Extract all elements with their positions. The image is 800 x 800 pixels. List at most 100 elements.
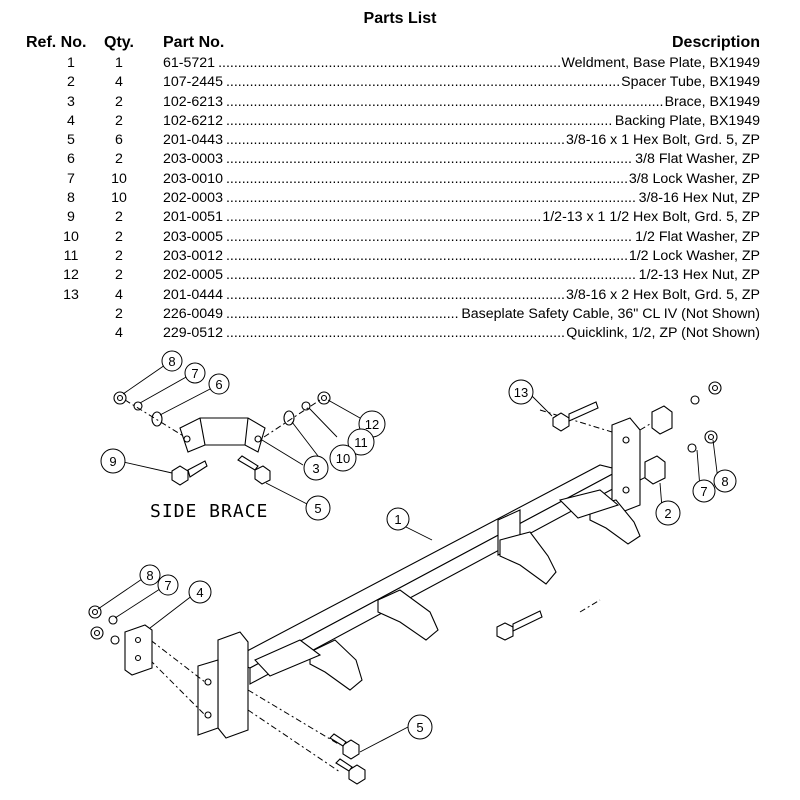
table-row: 2 4 107-2445 Spacer Tube, BX1949	[0, 73, 800, 92]
qty-cell: 10	[111, 190, 127, 207]
svg-text:12: 12	[365, 417, 379, 432]
callout-10: 10	[329, 444, 357, 472]
right-hardware	[496, 381, 722, 641]
svg-text:10: 10	[336, 451, 350, 466]
qty-cell: 2	[115, 93, 123, 110]
header-qty: Qty.	[104, 34, 134, 51]
ref-no-cell: 8	[67, 190, 75, 207]
description-cell: Spacer Tube, BX1949	[621, 74, 760, 91]
svg-text:6: 6	[215, 377, 222, 392]
ref-no-cell: 3	[67, 93, 75, 110]
side-brace-label: SIDE BRACE	[150, 501, 268, 522]
callout-8-left: 8	[139, 564, 161, 586]
qty-cell: 2	[115, 112, 123, 129]
callout-7-left: 7	[157, 574, 179, 596]
svg-text:8: 8	[146, 568, 153, 583]
svg-text:5: 5	[314, 501, 321, 516]
svg-text:1: 1	[394, 512, 401, 527]
leader-dots	[226, 324, 564, 343]
svg-text:7: 7	[164, 578, 171, 593]
callout-9: 9	[100, 448, 126, 474]
ref-no-cell: 12	[63, 267, 79, 284]
leader-dots	[226, 286, 564, 305]
callout-3: 3	[303, 455, 329, 481]
description-cell: 3/8 Lock Washer, ZP	[628, 170, 760, 187]
leader-dots	[226, 170, 627, 189]
table-row: 2 226-0049 Baseplate Safety Cable, 36" CL …	[0, 305, 800, 324]
qty-cell: 6	[115, 132, 123, 149]
ref-no-cell: 1	[67, 55, 75, 71]
leader-dots	[226, 73, 619, 92]
page-title: Parts List	[363, 10, 437, 27]
callout-5-top: 5	[305, 495, 331, 521]
callout-11: 11	[347, 428, 375, 456]
svg-text:8: 8	[168, 354, 175, 369]
leader-dots	[226, 93, 663, 112]
part-no-cell: 201-0443	[163, 132, 223, 149]
description-cell: Brace, BX1949	[664, 93, 760, 110]
part-no-cell: 202-0005	[163, 267, 223, 284]
qty-cell: 2	[115, 151, 123, 168]
table-row: 3 2 102-6213 Brace, BX1949	[0, 93, 800, 112]
callout-7-top: 7	[184, 362, 206, 384]
svg-text:5: 5	[416, 720, 423, 735]
exploded-parts-diagram: SIDE BRACE	[88, 350, 737, 785]
description-cell: Weldment, Base Plate, BX1949	[561, 55, 760, 71]
callout-13: 13	[508, 379, 534, 405]
leader-dots	[226, 228, 633, 247]
description-cell: 1/2 Flat Washer, ZP	[635, 228, 760, 245]
callout-8-right: 8	[713, 469, 737, 493]
ref-no-cell: 11	[63, 247, 79, 264]
part-no-cell: 226-0049	[163, 305, 223, 322]
part-no-cell: 201-0444	[163, 286, 223, 303]
description-cell: 1/2 Lock Washer, ZP	[628, 247, 760, 264]
qty-cell: 1	[115, 55, 123, 71]
leader-dots	[226, 131, 564, 150]
ref-no-cell: 7	[67, 170, 75, 187]
description-cell: Baseplate Safety Cable, 36" CL IV (Not S…	[461, 305, 760, 322]
ref-no-cell: 5	[67, 132, 75, 149]
part-no-cell: 202-0003	[163, 190, 223, 207]
svg-text:11: 11	[354, 435, 368, 450]
leader-dots	[218, 54, 559, 73]
description-cell: 1/2-13 x 1 1/2 Hex Bolt, Grd. 5, ZP	[542, 209, 760, 226]
qty-cell: 2	[115, 305, 123, 322]
svg-text:7: 7	[700, 484, 707, 499]
svg-text:13: 13	[514, 385, 528, 400]
table-row: 5 6 201-0443 3/8-16 x 1 Hex Bolt, Grd. 5, Z…	[0, 131, 800, 150]
qty-cell: 2	[115, 209, 123, 226]
description-cell: Quicklink, 1/2, ZP (Not Shown)	[566, 325, 760, 342]
part-no-cell: 203-0012	[163, 247, 223, 264]
ref-no-cell: 2	[67, 74, 75, 91]
ref-no-cell: 10	[63, 228, 79, 245]
side-brace-assembly	[113, 391, 331, 486]
part-no-cell: 203-0005	[163, 228, 223, 245]
qty-cell: 4	[115, 74, 123, 91]
qty-cell: 10	[111, 170, 127, 187]
leader-dots	[226, 112, 613, 131]
part-no-cell: 107-2445	[163, 74, 223, 91]
description-cell: 3/8-16 x 2 Hex Bolt, Grd. 5, ZP	[566, 286, 760, 303]
description-cell: 3/8-16 x 1 Hex Bolt, Grd. 5, ZP	[566, 132, 760, 149]
part-no-cell: 102-6213	[163, 93, 223, 110]
ref-no-cell: 9	[67, 209, 75, 226]
leader-dots	[226, 266, 637, 285]
part-no-cell: 203-0003	[163, 151, 223, 168]
svg-text:2: 2	[664, 506, 671, 521]
description-cell: 3/8-16 Hex Nut, ZP	[638, 190, 760, 207]
callout-4: 4	[188, 580, 212, 604]
header-ref-no: Ref. No.	[26, 34, 87, 51]
svg-text:8: 8	[721, 474, 728, 489]
part-no-cell: 229-0512	[163, 325, 223, 342]
leader-dots	[226, 189, 637, 208]
description-cell: Backing Plate, BX1949	[614, 112, 760, 129]
callout-8-top: 8	[161, 350, 183, 372]
callout-2: 2	[655, 500, 681, 526]
